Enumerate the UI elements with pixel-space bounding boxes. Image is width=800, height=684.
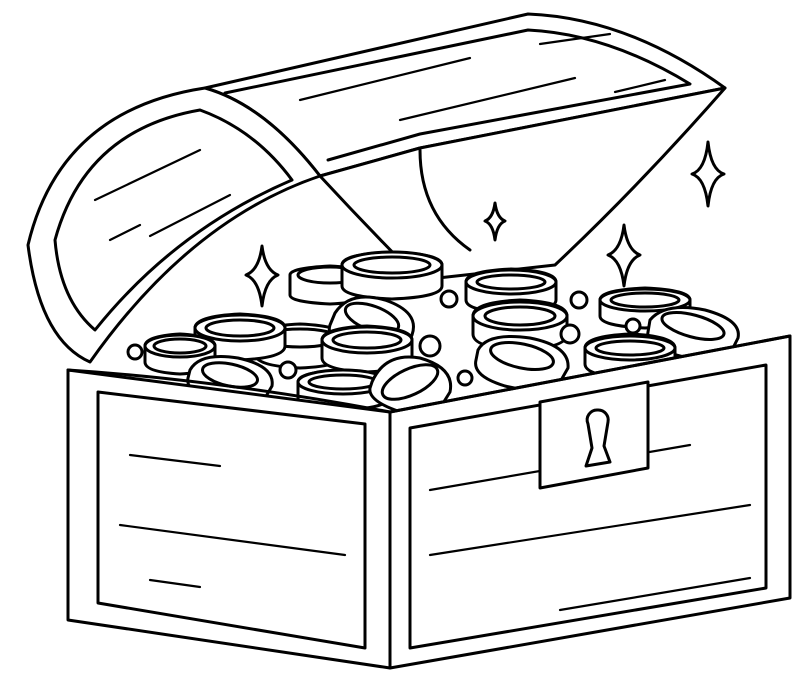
pearl [418, 334, 442, 358]
pearl [456, 369, 474, 387]
sparkle-icon [483, 201, 507, 242]
coin [340, 250, 444, 301]
chest-side-face [66, 368, 392, 670]
sparkle-icon [606, 223, 642, 288]
lid-inner [318, 86, 727, 282]
pearl [439, 289, 459, 309]
pearl [126, 343, 144, 361]
pearl [569, 290, 589, 310]
lock-plate [538, 380, 650, 490]
keyhole-icon [584, 408, 612, 468]
pearl [278, 360, 298, 380]
coin [368, 355, 453, 416]
coin [193, 312, 287, 362]
pearl [559, 323, 581, 345]
sparkle-icon [690, 140, 726, 208]
sparkles [244, 140, 726, 308]
pearl [624, 317, 642, 335]
coin [598, 286, 692, 330]
chest-lid [26, 12, 727, 364]
sparkle-icon [244, 244, 280, 308]
treasure-pile [126, 250, 740, 416]
